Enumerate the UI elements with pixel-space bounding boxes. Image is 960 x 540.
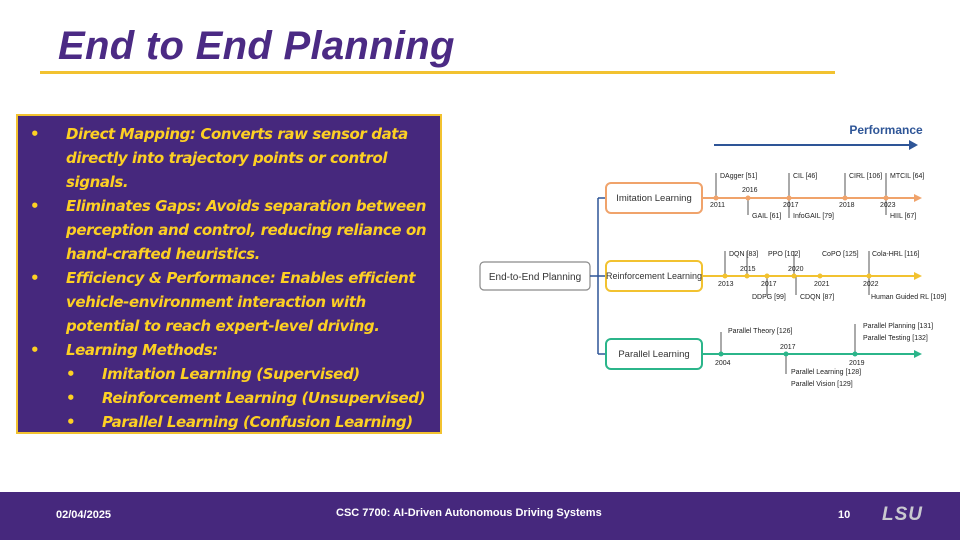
bullet-learning-methods: • Learning Methods: — [26, 338, 432, 362]
footer-course-title: CSC 7700: AI-Driven Autonomous Driving S… — [336, 507, 602, 519]
planning-timeline-diagram: Performance End-to-End Planning Imitatio… — [479, 123, 946, 388]
parallel-method-testing: Parallel Testing [132] — [863, 335, 928, 342]
bullet-text: Direct Mapping: Converts raw sensor data… — [66, 125, 408, 191]
bullet-text: Parallel Learning (Confusion Learning) — [102, 413, 413, 431]
slide-footer: 02/04/2025 CSC 7700: AI-Driven Autonomou… — [0, 492, 960, 540]
reinforcement-method-ddpg: DDPG [99] — [752, 294, 786, 301]
bullet-text: Eliminates Gaps: Avoids separation betwe… — [66, 197, 427, 263]
reinforcement-ticks — [724, 251, 870, 295]
dot-2015 — [744, 273, 750, 279]
parallel-ticks — [720, 324, 856, 374]
dot-2023 — [883, 195, 889, 201]
parallel-year-2019: 2019 — [849, 360, 865, 367]
imitation-method-cirl: CIRL [106] — [849, 173, 882, 180]
dot-2017 — [783, 351, 789, 357]
bullet-glyph: • — [66, 413, 76, 431]
bullet-text: Efficiency & Performance: Enables effici… — [66, 269, 416, 335]
bullet-glyph: • — [66, 389, 76, 407]
imitation-year-2016: 2016 — [742, 187, 758, 194]
reinforcement-method-dqn: DQN [83] — [729, 251, 758, 258]
imitation-dots — [713, 195, 889, 201]
footer-page-number: 10 — [838, 509, 851, 521]
reinforcement-year-2022: 2022 — [863, 281, 879, 288]
bullet-list: • Direct Mapping: Converts raw sensor dat… — [26, 122, 432, 434]
bullet-text: Imitation Learning (Supervised) — [102, 365, 360, 383]
reinforcement-method-human-guided: Human Guided RL [109] — [871, 294, 946, 301]
bullet-glyph: • — [30, 269, 40, 287]
sub-bullet-imitation: • Imitation Learning (Supervised) — [26, 362, 432, 386]
parallel-node-label: Parallel Learning — [618, 349, 689, 360]
bullet-glyph: • — [66, 365, 76, 383]
dot-2021 — [817, 273, 823, 279]
imitation-method-dagger: DAgger [51] — [720, 173, 757, 180]
reinforcement-method-cdqn: CDQN [87] — [800, 294, 834, 301]
root-node-label: End-to-End Planning — [489, 272, 581, 283]
parallel-method-theory: Parallel Theory [126] — [728, 328, 793, 335]
bullet-direct-mapping: • Direct Mapping: Converts raw sensor dat… — [26, 122, 432, 194]
title-underline — [40, 71, 835, 74]
bullet-glyph: • — [30, 197, 40, 215]
reinforcement-year-2017: 2017 — [761, 281, 777, 288]
bullet-box: • Direct Mapping: Converts raw sensor dat… — [16, 114, 442, 434]
parallel-arrowhead — [914, 350, 922, 358]
reinforcement-arrowhead — [914, 272, 922, 280]
parallel-year-2004: 2004 — [715, 360, 731, 367]
dot-2022 — [866, 273, 872, 279]
reinforcement-year-2013: 2013 — [718, 281, 734, 288]
imitation-method-infogail: InfoGAIL [79] — [793, 213, 834, 220]
dot-2013 — [722, 273, 728, 279]
bullet-glyph: • — [30, 341, 40, 359]
performance-arrowhead — [909, 140, 918, 150]
sub-bullet-reinforcement: • Reinforcement Learning (Unsupervised) — [26, 386, 432, 410]
bullet-text: Reinforcement Learning (Unsupervised) — [102, 389, 426, 407]
parallel-year-2017: 2017 — [780, 344, 796, 351]
dot-2017 — [764, 273, 770, 279]
reinforcement-method-ppo: PPO [102] — [768, 251, 800, 258]
dot-2011 — [713, 195, 719, 201]
imitation-arrowhead — [914, 194, 922, 202]
dot-2017 — [786, 195, 792, 201]
imitation-node-label: Imitation Learning — [616, 193, 692, 204]
footer-date: 02/04/2025 — [56, 509, 112, 521]
dot-2016 — [745, 195, 751, 201]
imitation-method-gail: GAIL [61] — [752, 213, 781, 220]
imitation-method-mtcil: MTCIL [64] — [890, 173, 924, 180]
imitation-method-cil: CIL [46] — [793, 173, 817, 180]
dot-2018 — [842, 195, 848, 201]
lsu-logo: LSU — [882, 504, 923, 525]
sub-bullet-parallel: • Parallel Learning (Confusion Learning) — [26, 410, 432, 434]
imitation-method-hiil: HIIL [67] — [890, 213, 916, 220]
reinforcement-dots — [722, 273, 872, 279]
reinforcement-method-colahrl: Cola-HRL [116] — [872, 251, 920, 258]
imitation-year-2023: 2023 — [880, 202, 896, 209]
reinforcement-year-2021: 2021 — [814, 281, 830, 288]
dot-2019 — [852, 351, 858, 357]
imitation-year-2011: 2011 — [710, 202, 725, 209]
imitation-year-2017: 2017 — [783, 202, 799, 209]
reinforcement-year-2020: 2020 — [788, 266, 804, 273]
imitation-year-2018: 2018 — [839, 202, 855, 209]
bullet-glyph: • — [30, 125, 40, 143]
reinforcement-year-2015: 2015 — [740, 266, 756, 273]
bullet-text: Learning Methods: — [66, 341, 218, 359]
bullet-efficiency: • Efficiency & Performance: Enables effic… — [26, 266, 432, 338]
parallel-method-vision: Parallel Vision [129] — [791, 381, 853, 388]
parallel-method-planning: Parallel Planning [131] — [863, 323, 933, 330]
dot-2020 — [791, 273, 797, 279]
bullet-eliminates-gaps: • Eliminates Gaps: Avoids separation betw… — [26, 194, 432, 266]
slide-title: End to End Planning — [58, 24, 455, 68]
parallel-dots — [718, 351, 858, 357]
performance-label: Performance — [849, 123, 923, 137]
reinforcement-method-copo: CoPO [125] — [822, 251, 859, 258]
reinforcement-node-label: Reinforcement Learning — [606, 271, 702, 281]
parallel-method-learning: Parallel Learning [128] — [791, 369, 861, 376]
dot-2004 — [718, 351, 724, 357]
